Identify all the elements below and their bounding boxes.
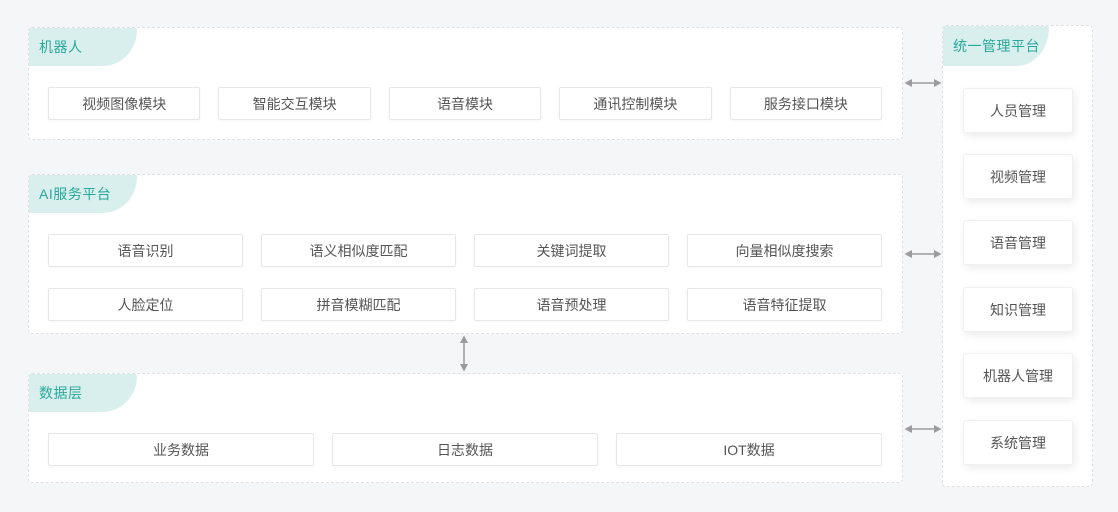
- section-ai-label-bg: AI服务平台: [29, 175, 137, 213]
- module-comm-control: 通讯控制模块: [559, 87, 712, 120]
- module-speech-feature-extraction: 语音特征提取: [687, 288, 882, 321]
- ai-modules-row-1: 语音识别 语义相似度匹配 关键词提取 向量相似度搜索: [48, 234, 882, 267]
- ai-modules-row-2: 人脸定位 拼音模糊匹配 语音预处理 语音特征提取: [48, 288, 882, 321]
- section-robot-label-bg: 机器人: [29, 28, 137, 66]
- module-pinyin-fuzzy-match: 拼音模糊匹配: [261, 288, 456, 321]
- module-vector-similarity-search: 向量相似度搜索: [687, 234, 882, 267]
- section-management-platform: 统一管理平台 人员管理 视频管理 语音管理 知识管理 机器人管理 系统管理: [942, 25, 1093, 487]
- section-data-label-bg: 数据层: [29, 374, 137, 412]
- module-iot-data: IOT数据: [616, 433, 882, 466]
- module-robot-management: 机器人管理: [963, 353, 1073, 398]
- module-semantic-similarity: 语义相似度匹配: [261, 234, 456, 267]
- section-ai-title: AI服务平台: [39, 186, 112, 202]
- module-video-image: 视频图像模块: [48, 87, 201, 120]
- double-arrow-icon-robot-management: [904, 77, 942, 89]
- double-arrow-icon-ai-data: [458, 335, 470, 372]
- double-arrow-icon-data-management: [904, 423, 942, 435]
- module-video-management: 视频管理: [963, 154, 1073, 199]
- section-robot: 机器人 视频图像模块 智能交互模块 语音模块 通讯控制模块 服务接口模块: [28, 27, 903, 140]
- section-ai-platform: AI服务平台 语音识别 语义相似度匹配 关键词提取 向量相似度搜索 人脸定位 拼…: [28, 174, 903, 334]
- module-voice: 语音模块: [388, 87, 542, 120]
- data-modules-row: 业务数据 日志数据 IOT数据: [48, 433, 882, 466]
- section-management-title: 统一管理平台: [953, 38, 1040, 54]
- section-data-title: 数据层: [39, 385, 83, 401]
- module-log-data: 日志数据: [332, 433, 598, 466]
- module-service-interface: 服务接口模块: [729, 87, 883, 120]
- module-speech-preprocess: 语音预处理: [474, 288, 669, 321]
- module-voice-management: 语音管理: [963, 220, 1073, 265]
- section-robot-title: 机器人: [39, 39, 83, 55]
- section-management-label-bg: 统一管理平台: [943, 26, 1049, 66]
- module-business-data: 业务数据: [48, 433, 314, 466]
- double-arrow-icon-ai-management: [904, 248, 942, 260]
- module-personnel-management: 人员管理: [963, 88, 1073, 133]
- module-smart-interaction: 智能交互模块: [218, 87, 371, 120]
- module-keyword-extraction: 关键词提取: [474, 234, 669, 267]
- module-face-location: 人脸定位: [48, 288, 243, 321]
- robot-modules-row: 视频图像模块 智能交互模块 语音模块 通讯控制模块 服务接口模块: [48, 87, 883, 120]
- module-knowledge-management: 知识管理: [963, 287, 1073, 332]
- section-data-layer: 数据层 业务数据 日志数据 IOT数据: [28, 373, 903, 483]
- module-system-management: 系统管理: [963, 420, 1073, 465]
- module-speech-recognition: 语音识别: [48, 234, 243, 267]
